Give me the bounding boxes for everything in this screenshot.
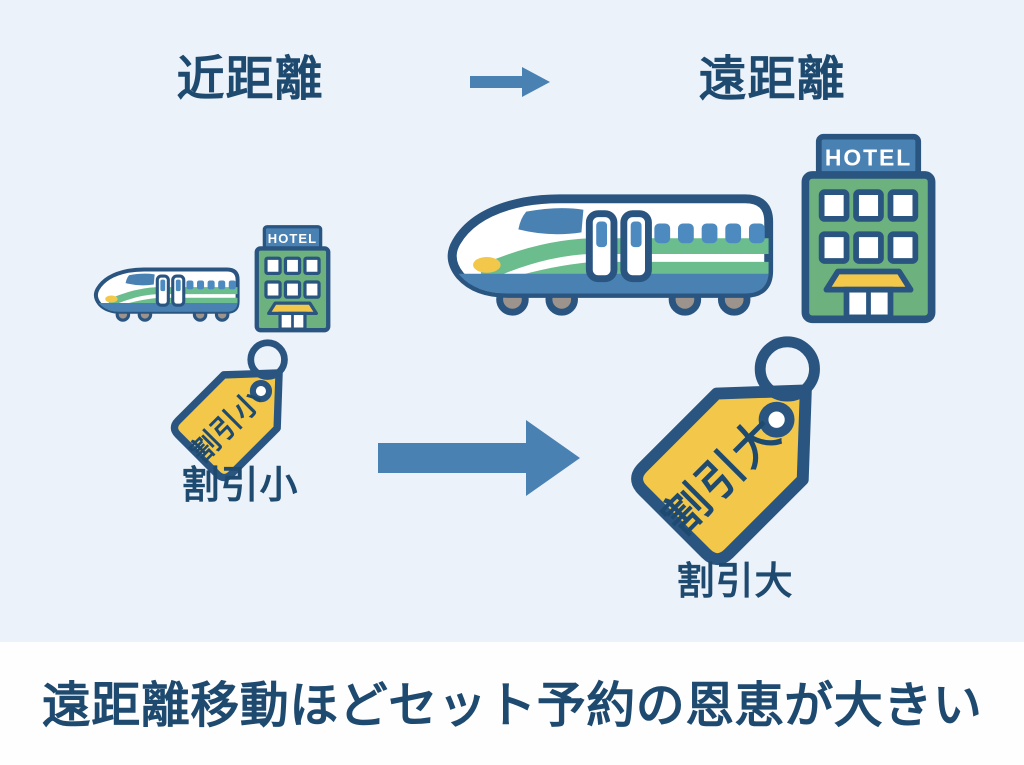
small-discount-tag-icon: 割引小	[170, 339, 288, 482]
long-distance-label: 遠距離	[698, 53, 846, 106]
small-train-icon	[93, 267, 240, 322]
short-distance-label: 近距離	[176, 53, 324, 106]
large-hotel-icon: HOTEL	[801, 133, 936, 324]
large-discount-tag-icon: 割引大	[631, 336, 820, 566]
small-discount-caption: 割引小	[181, 465, 299, 507]
arrow-right-large-icon	[378, 420, 580, 496]
large-discount-caption: 割引大	[676, 561, 794, 603]
large-hotel-sign-label: HOTEL	[825, 144, 912, 170]
headline-text: 遠距離移動ほどセット予約の恩恵が大きい	[41, 679, 983, 733]
footer-band	[0, 642, 1024, 765]
arrow-right-icon	[470, 67, 550, 97]
large-train-icon	[447, 194, 774, 316]
small-hotel-sign-label: HOTEL	[268, 231, 317, 246]
small-hotel-icon: HOTEL	[254, 225, 331, 333]
